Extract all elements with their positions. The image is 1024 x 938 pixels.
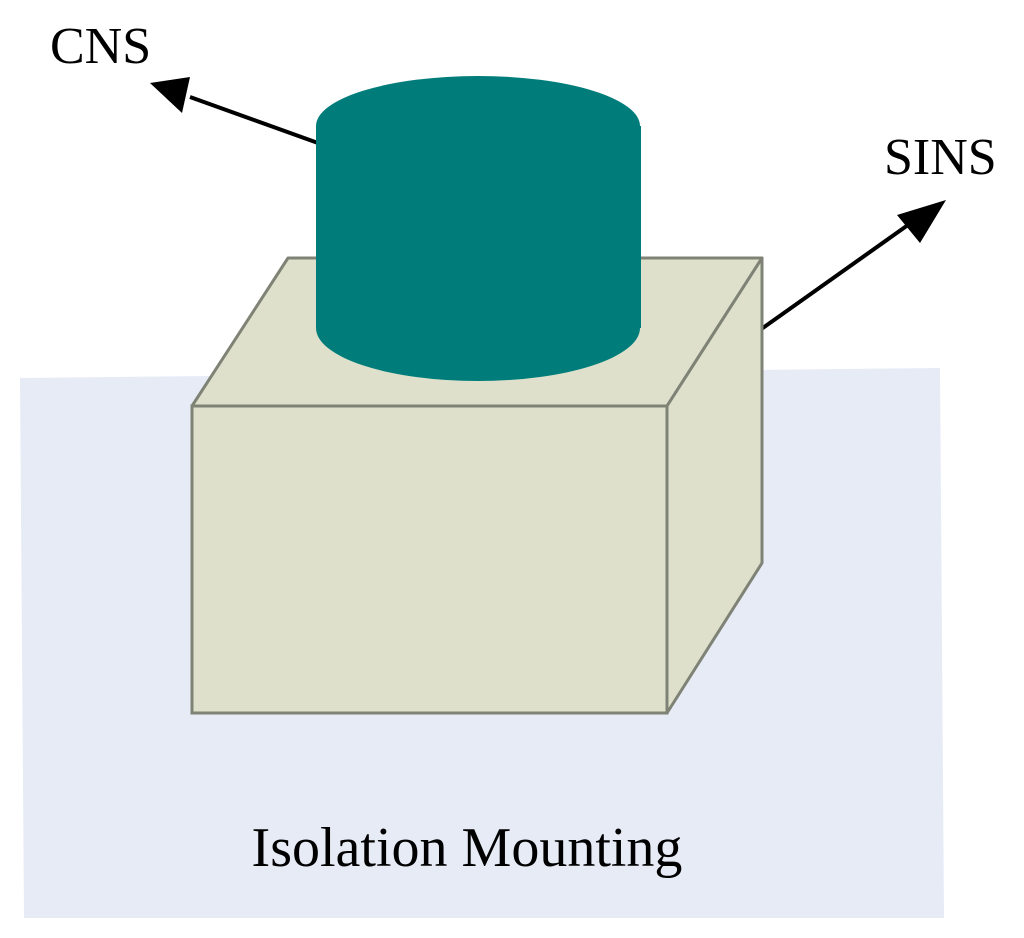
sins-label: SINS [884, 129, 997, 186]
isolation-mounting-label: Isolation Mounting [252, 817, 683, 879]
sins-box-front-face [190, 404, 669, 715]
cns-cylinder [316, 76, 641, 381]
sins-arrow-icon [758, 200, 946, 332]
cns-label: CNS [50, 18, 151, 75]
cns-arrow-icon [150, 77, 319, 145]
